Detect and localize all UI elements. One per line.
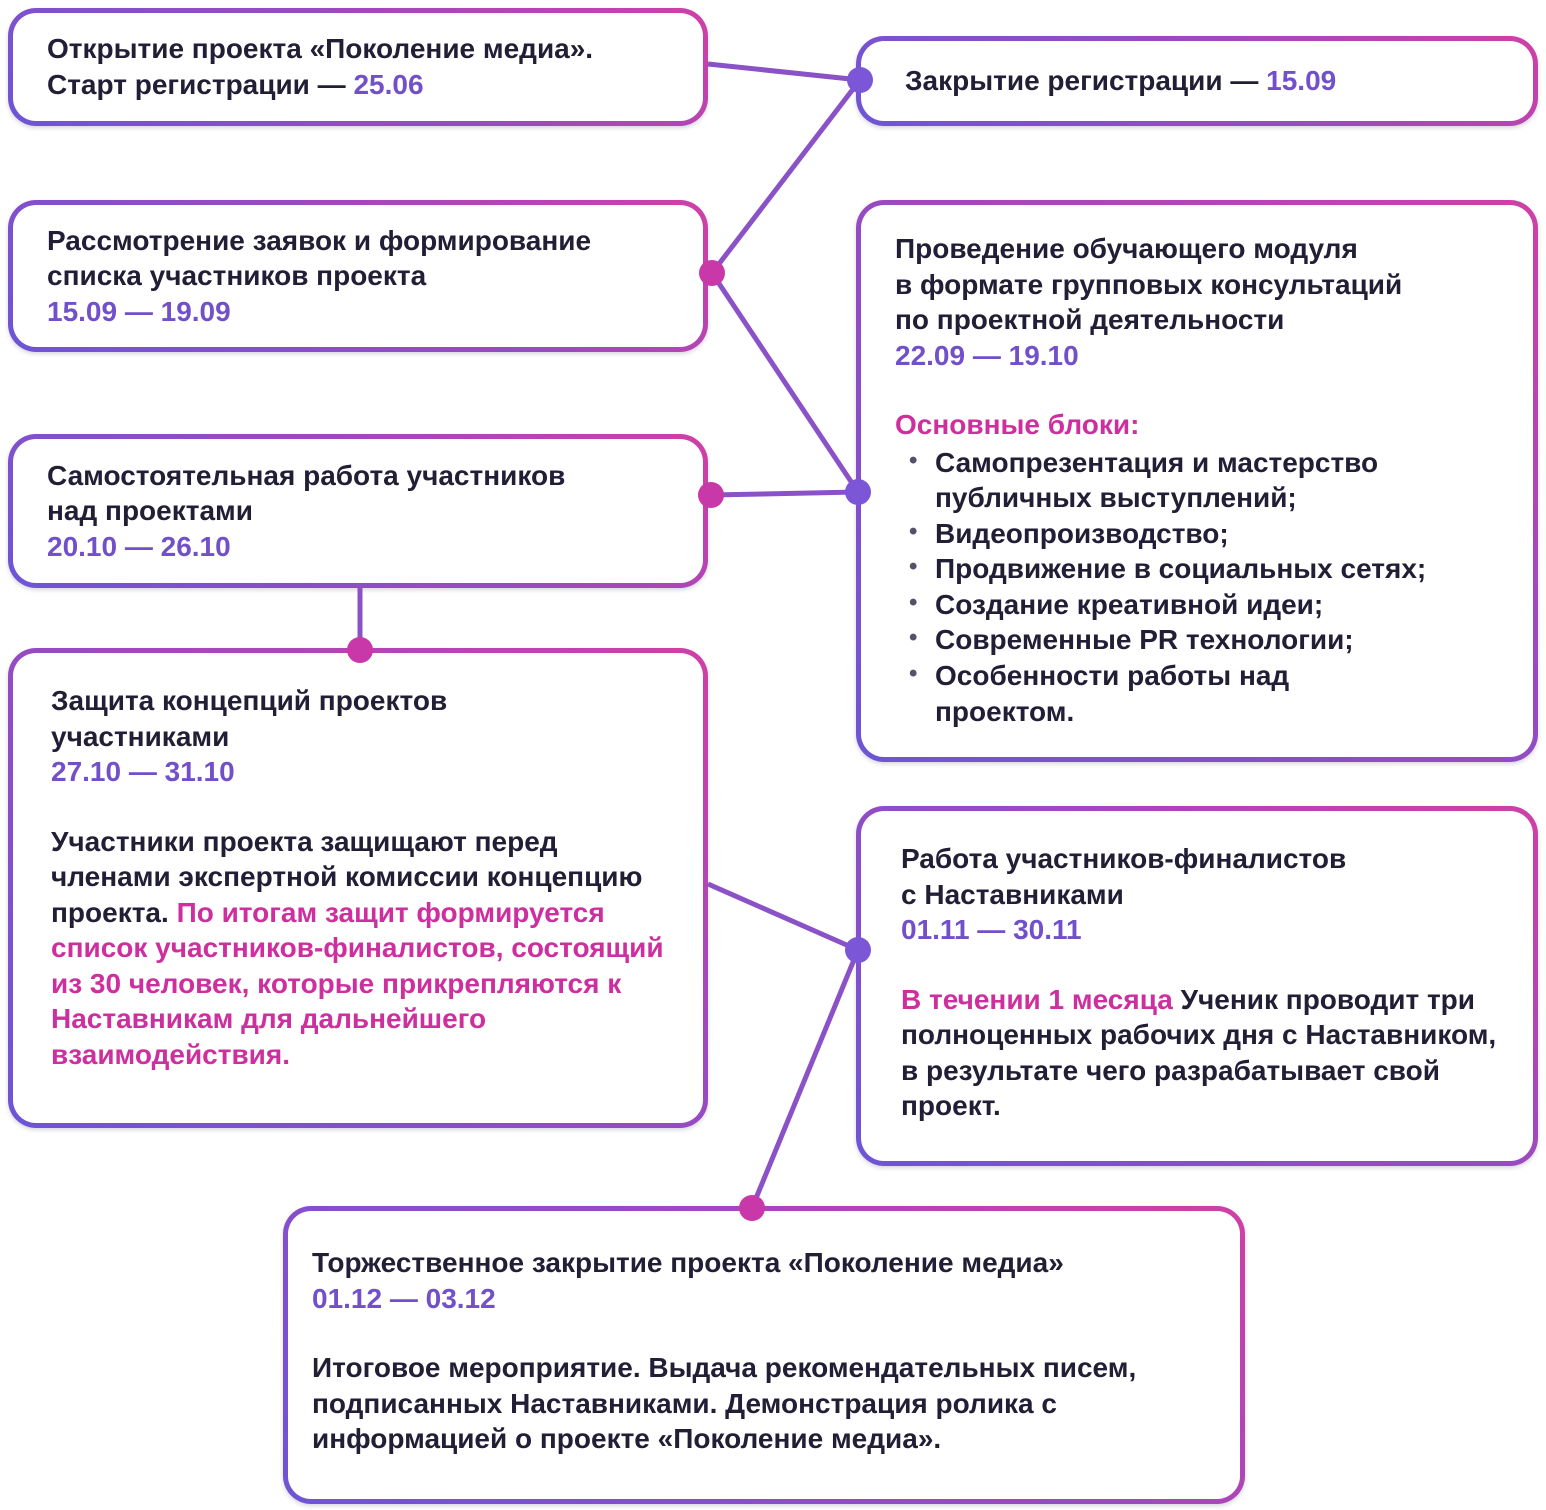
stage-text: Открытие проекта «Поколение медиа». Стар… <box>47 31 669 102</box>
bullet-text: Современные PR технологии; <box>935 624 1354 656</box>
training-blocks-list: Самопрезентация и мастерство публичных в… <box>895 445 1499 729</box>
stage-date: 25.06 <box>353 69 424 100</box>
stage-box-defense-content: Защита концепций проектов участниками 27… <box>13 653 703 1123</box>
bullet-text: Продвижение в социальных сетях; <box>935 553 1427 585</box>
stage-date: 20.10 — 26.10 <box>47 530 231 562</box>
stage-box-registration-close: Закрытие регистрации — 15.09 <box>856 36 1538 126</box>
bullet-text: Видеопроизводство; <box>935 517 1229 549</box>
stage-date: 27.10 — 31.10 <box>51 756 235 788</box>
stage-box-training: Проведение обучающего модуля в формате г… <box>856 200 1538 762</box>
stage-title: Работа участников-финалистов с Наставник… <box>901 843 1347 910</box>
connector-line <box>710 489 859 498</box>
stage-date: 01.11 — 30.11 <box>901 914 1082 946</box>
stage-box-opening-content: Открытие проекта «Поколение медиа». Стар… <box>13 13 703 121</box>
bullet-item: Современные PR технологии; <box>905 622 1499 658</box>
stage-text: Закрытие регистрации — 15.09 <box>905 63 1499 99</box>
stage-box-registration-close-content: Закрытие регистрации — 15.09 <box>861 41 1533 121</box>
bullet-text: Самопрезентация и мастерство публичных в… <box>935 446 1379 514</box>
stage-title: Проведение обучающего модуля в формате г… <box>895 233 1403 336</box>
stage-title: Открытие проекта «Поколение медиа». Стар… <box>47 33 594 100</box>
stage-description: Участники проекта защищают перед членами… <box>51 824 669 1073</box>
stage-box-defense: Защита концепций проектов участниками 27… <box>8 648 708 1128</box>
stage-box-self-work: Самостоятельная работа участников над пр… <box>8 434 708 588</box>
connector-line <box>709 271 861 494</box>
stage-box-training-content: Проведение обучающего модуля в формате г… <box>861 205 1533 757</box>
stage-box-opening: Открытие проекта «Поколение медиа». Стар… <box>8 8 708 126</box>
stage-date: 01.12 — 03.12 <box>312 1282 496 1314</box>
description-text: Участники проекта защищают перед членами… <box>51 825 651 928</box>
stage-box-closing: Торжественное закрытие проекта «Поколени… <box>283 1206 1245 1504</box>
stage-description: Итоговое мероприятие. Выдача рекомендате… <box>312 1352 1145 1455</box>
connector-line <box>710 78 862 275</box>
stage-date: 15.09 — 19.09 <box>47 295 231 327</box>
stage-date: 22.09 — 19.10 <box>895 339 1079 371</box>
bullet-item: Самопрезентация и мастерство публичных в… <box>905 445 1499 516</box>
stage-title: Торжественное закрытие проекта «Поколени… <box>312 1247 1064 1278</box>
stage-box-mentors-content: Работа участников-финалистов с Наставник… <box>861 811 1533 1161</box>
connector-line <box>706 881 860 953</box>
stage-description: В течении 1 месяца Ученик проводит три п… <box>901 982 1499 1124</box>
bullet-text: Особенности работы над проектом. <box>935 660 1290 727</box>
bullet-item: Видеопроизводство; <box>905 516 1499 552</box>
bullet-item: Продвижение в социальных сетях; <box>905 551 1499 587</box>
bullet-text: Создание креативной идеи; <box>935 588 1324 620</box>
stage-box-applications: Рассмотрение заявок и формирование списк… <box>8 200 708 352</box>
connector-line <box>749 949 861 1209</box>
description-highlight: В течении 1 месяца <box>901 983 1181 1015</box>
stage-title: Закрытие регистрации — <box>905 65 1267 97</box>
stage-box-applications-content: Рассмотрение заявок и формирование списк… <box>13 205 703 347</box>
stage-date: 15.09 <box>1266 65 1337 97</box>
stage-title: Рассмотрение заявок и формирование списк… <box>47 224 592 292</box>
stage-box-self-work-content: Самостоятельная работа участников над пр… <box>13 439 703 583</box>
description-text: Ученик проводит три полноценных рабочих … <box>901 983 1504 1122</box>
stage-box-closing-content: Торжественное закрытие проекта «Поколени… <box>288 1211 1240 1499</box>
bullet-item: Создание креативной идеи; <box>905 587 1499 623</box>
bullet-item: Особенности работы над проектом. <box>905 658 1499 729</box>
description-highlight: По итогам защит формируется список участ… <box>51 896 672 1070</box>
stage-title: Самостоятельная работа участников над пр… <box>47 459 566 527</box>
stage-box-mentors: Работа участников-финалистов с Наставник… <box>856 806 1538 1166</box>
stage-title: Защита концепций проектов участниками <box>51 685 448 752</box>
blocks-label: Основные блоки: <box>895 409 1140 441</box>
connector-line <box>707 61 861 83</box>
